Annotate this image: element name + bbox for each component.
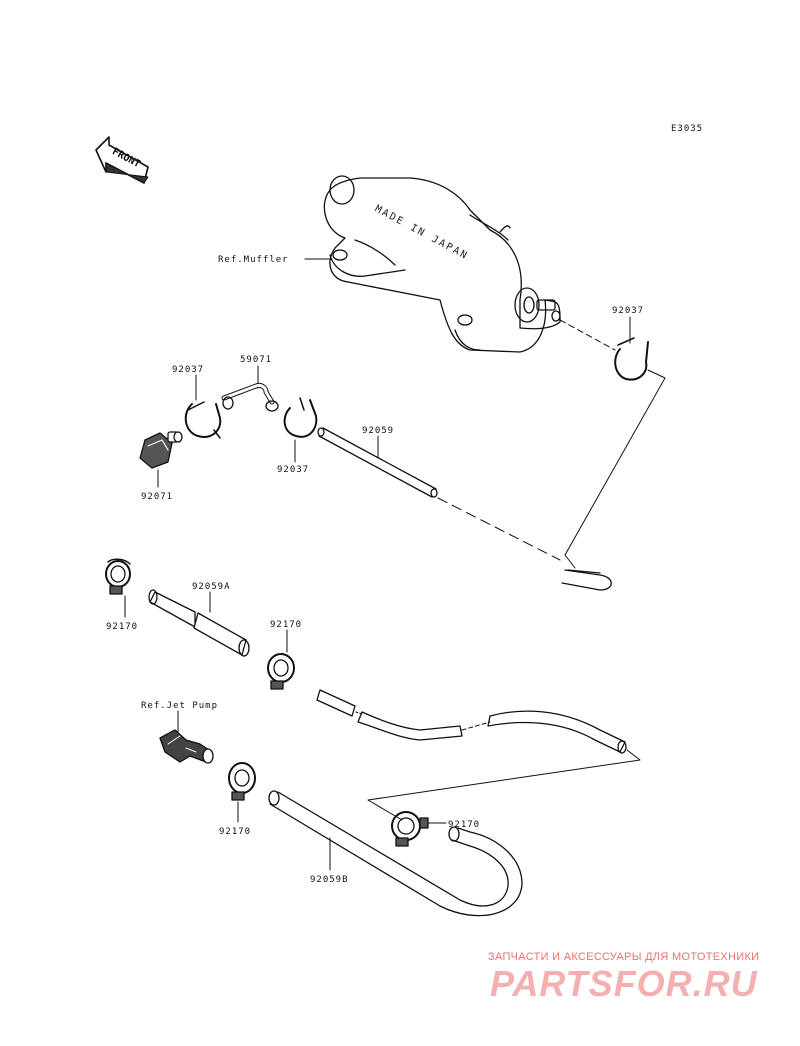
- diagram-id: E3035: [671, 124, 703, 134]
- hose-92059a: [148, 589, 250, 657]
- watermark-logo[interactable]: PARTSFOR.RU: [490, 963, 758, 1004]
- hose-long-mid: [316, 689, 627, 754]
- label-hose-92059a: 92059A: [192, 582, 231, 592]
- elbow-fitting: [221, 383, 279, 412]
- hose-clamp-92170-d: [391, 811, 429, 847]
- label-clamp-top-right: 92037: [612, 306, 644, 316]
- spring-clamp-top-right: [614, 337, 649, 381]
- label-hose-92059: 92059: [362, 426, 394, 436]
- muffler-stamp: MADE IN JAPAN: [373, 204, 470, 263]
- watermark-tagline: ЗАПЧАСТИ И АКСЕССУАРЫ ДЛЯ МОТОТЕХНИКИ: [488, 951, 760, 963]
- hose-92059b: [268, 790, 523, 917]
- front-arrow-icon: FRONT: [95, 136, 149, 184]
- drain-plug: [139, 431, 183, 469]
- hose-clamp-92170-c: [228, 762, 256, 801]
- label-plug-92071: 92071: [141, 492, 173, 502]
- label-clamp-92170-d: 92170: [448, 820, 480, 830]
- label-clamp-left: 92037: [172, 365, 204, 375]
- label-ref-muffler: Ref.Muffler: [218, 255, 289, 265]
- hose-clamp-92170-a: [105, 558, 131, 595]
- label-clamp-92170-c: 92170: [219, 827, 251, 837]
- label-clamp-92170-a: 92170: [106, 622, 138, 632]
- label-hose-92059b: 92059B: [310, 875, 349, 885]
- muffler-part: MADE IN JAPAN: [323, 175, 561, 353]
- hose-92059: [317, 427, 612, 591]
- spring-clamp-left: [184, 401, 222, 439]
- label-clamp-92170-b: 92170: [270, 620, 302, 630]
- label-clamp-mid: 92037: [277, 465, 309, 475]
- spring-clamp-mid: [283, 397, 318, 438]
- label-fitting-59071: 59071: [240, 355, 272, 365]
- hose-clamp-92170-b: [267, 653, 295, 690]
- label-ref-jet-pump: Ref.Jet Pump: [141, 701, 218, 711]
- jet-pump-nipple: [159, 729, 214, 764]
